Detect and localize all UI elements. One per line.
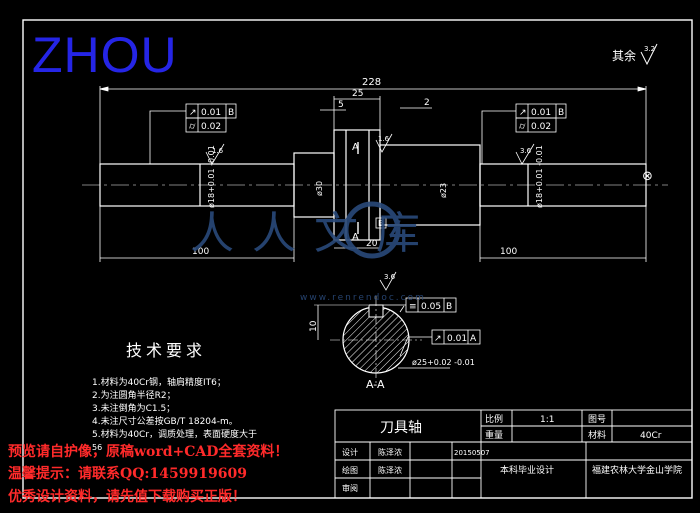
drafter-label: 绘图	[342, 465, 358, 475]
symmetry-icon: ≡	[409, 302, 417, 312]
svg-text:人人文库: 人人文库	[190, 208, 438, 259]
tech-item-2: 2.为注圆角半径R2；	[92, 389, 176, 401]
section-view-label: A-A	[366, 378, 385, 391]
dimension-bottom-lines	[99, 206, 647, 262]
datum-b-marker	[375, 217, 387, 229]
drafter-name: 陈泽浓	[378, 465, 402, 475]
designer-label: 设计	[342, 447, 358, 457]
tolerance-frame-symmetry	[383, 297, 457, 313]
runout-icon: ↗	[189, 108, 197, 118]
tolerance-frame-runout-section	[399, 329, 481, 357]
watermark-logo: 人人文库 www.renrendoc.com	[190, 201, 438, 303]
roughness-symbol-left	[205, 143, 225, 165]
roughness-symbol-collar	[375, 133, 393, 153]
roughness-note-label: 其余	[612, 48, 636, 63]
dimension-5-label: 5	[338, 100, 344, 110]
tolerance-runout-value: 0.01	[447, 334, 467, 344]
diameter-right-journal: ø18+0.01 -0.01	[535, 145, 544, 208]
section-mark-bottom: A	[352, 232, 359, 243]
dimension-25-label: 25	[352, 89, 363, 99]
dimension-overall-length	[99, 86, 647, 186]
dimension-25	[333, 96, 381, 130]
tolerance-left-value1: 0.01	[201, 108, 221, 118]
tech-hrc-value: 56	[92, 443, 102, 452]
weight-label: 重量	[485, 429, 503, 441]
title-block-grid	[334, 409, 693, 499]
dimension-2-label: 2	[424, 98, 430, 108]
tolerance-frame-right	[481, 103, 567, 164]
tech-item-5: 5.材料为40Cr，调质处理，表面硬度大于	[92, 428, 257, 440]
tolerance-right-value1: 0.01	[531, 108, 551, 118]
scale-label: 比例	[485, 413, 503, 425]
designer-name: 陈泽浓	[378, 447, 402, 457]
runout-icon: ↗	[519, 108, 527, 118]
diameter-left-journal: ø18+0.01 -0.01	[207, 145, 216, 208]
svg-text:3.2: 3.2	[644, 45, 655, 53]
roughness-key-value: 3.6	[384, 273, 396, 281]
tech-requirements-title: 技术要求	[126, 341, 206, 360]
tech-item-3: 3.未注倒角为C1.5；	[92, 402, 175, 414]
tech-item-4: 4.未注尺寸公差按GB/T 18204-m。	[92, 415, 238, 427]
tolerance-symmetry-datum: B	[446, 302, 452, 312]
tolerance-left-value2: 0.02	[201, 122, 221, 132]
datum-b-label: B	[378, 219, 384, 228]
tolerance-right-value2: 0.02	[531, 122, 551, 132]
scale-value: 1:1	[540, 415, 554, 425]
diameter-mid: ø23	[439, 183, 448, 198]
watermark-line-1: 预览请自护像，原稿word+CAD全套资料！	[8, 444, 289, 460]
design-date: 20150507	[454, 449, 490, 457]
tolerance-symmetry-value: 0.05	[421, 302, 441, 312]
roughness-right-value: 3.6	[520, 147, 532, 155]
section-mark-top: A	[352, 142, 359, 153]
runout-icon: ↗	[434, 334, 442, 344]
tech-item-1: 1.材料为40Cr钢，轴肩精度IT6；	[92, 376, 226, 388]
dimension-100-right-label: 100	[500, 247, 517, 257]
cylindricity-icon: ⌭	[519, 122, 526, 132]
tolerance-runout-datum: A	[470, 334, 477, 344]
watermark-line-2: 温馨提示：请联系QQ:1459919609	[8, 466, 247, 482]
tolerance-right-datum: B	[558, 108, 564, 118]
dimension-overall-label: 228	[362, 77, 381, 88]
section-view-aa	[314, 296, 422, 384]
roughness-rest-symbol: 3.2	[640, 43, 658, 66]
watermark-line-3: 优秀设计资料，请先值下载购买正版！	[8, 489, 246, 505]
diameter-section: ø25+0.02 -0.01	[412, 358, 475, 367]
center-mark-icon: ⊗	[642, 169, 653, 184]
school-name: 福建农林大学金山学院	[592, 464, 682, 476]
dimension-10-label: 10	[309, 320, 319, 332]
drawing-no-label: 图号	[588, 414, 606, 425]
roughness-symbol-right	[515, 143, 535, 165]
cylindricity-icon: ⌭	[189, 122, 196, 132]
dimension-20-label: 20	[366, 239, 378, 249]
roughness-symbol-key	[379, 271, 397, 291]
brand-logo-text: ZHOU	[32, 27, 178, 83]
roughness-collar-value: 1.6	[378, 135, 390, 143]
material-value: 40Cr	[640, 431, 662, 441]
diameter-collar: ø30	[315, 181, 324, 196]
reviewer-label: 审阅	[342, 483, 358, 493]
part-name: 刀具轴	[380, 420, 422, 436]
material-label: 材料	[588, 429, 606, 441]
svg-text:www.renrendoc.com: www.renrendoc.com	[300, 293, 426, 303]
dimension-100-left-label: 100	[192, 247, 209, 257]
project-name: 本科毕业设计	[500, 464, 554, 476]
roughness-left-value: 1.6	[212, 147, 224, 155]
tolerance-left-datum: B	[228, 108, 234, 118]
tolerance-frame-left	[149, 103, 237, 164]
